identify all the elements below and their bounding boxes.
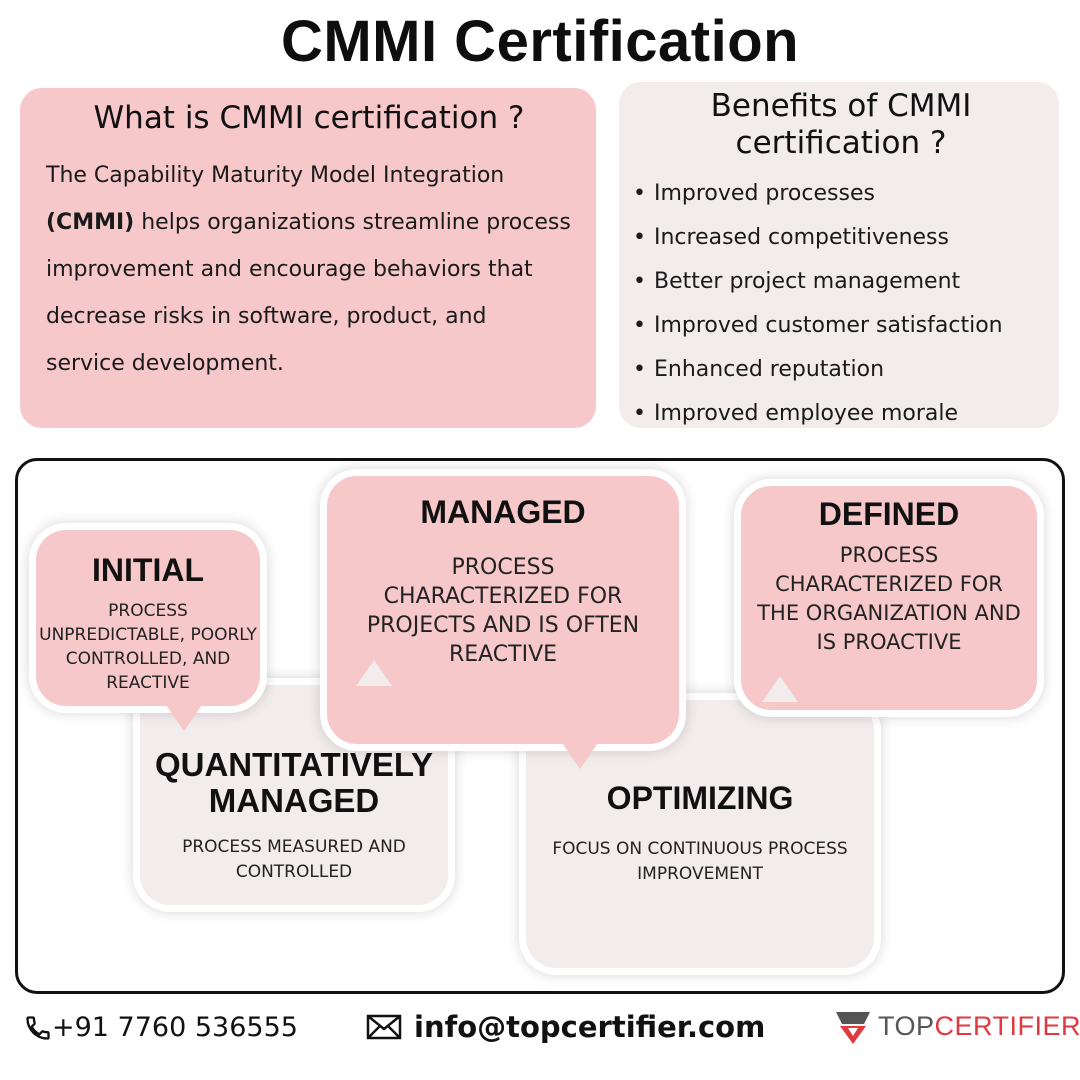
phone-number: +91 7760 536555 — [52, 1012, 298, 1043]
level-initial-bubble: INITIAL PROCESS UNPREDICTABLE, POORLY CO… — [36, 530, 260, 706]
benefit-item: Enhanced reputation — [633, 348, 1049, 392]
what-is-cmmi-heading: What is CMMI certification ? — [93, 100, 525, 136]
what-text-bold: (CMMI) — [46, 210, 135, 235]
benefits-card: Benefits of CMMI certification ? Improve… — [619, 82, 1059, 428]
phone-icon — [26, 1015, 50, 1040]
level-managed-desc: PROCESS CHARACTERIZED FOR PROJECTS AND I… — [366, 555, 640, 667]
benefit-item: Increased competitiveness — [633, 216, 1049, 260]
benefit-item: Improved customer satisfaction — [633, 304, 1049, 348]
benefit-item: Improved processes — [633, 172, 1049, 216]
maturity-levels-frame — [15, 458, 1065, 994]
benefit-item: Better project management — [633, 260, 1049, 304]
level-defined-title: DEFINED — [818, 496, 960, 532]
what-text-end: helps organizations streamline process i… — [46, 210, 571, 376]
what-text-start: The Capability Maturity Model Integratio… — [46, 163, 505, 188]
level-defined-desc: PROCESS CHARACTERIZED FOR THE ORGANIZATI… — [757, 543, 1021, 654]
level-optimizing-title: OPTIMIZING — [606, 780, 794, 816]
optimizing-tail — [762, 676, 798, 702]
managed-tail — [562, 743, 598, 769]
level-defined-bubble: DEFINED PROCESS CHARACTERIZED FOR THE OR… — [741, 486, 1037, 710]
what-is-cmmi-card: What is CMMI certification ? The Capabil… — [20, 88, 596, 428]
benefits-list: Improved processes Increased competitive… — [633, 172, 1049, 436]
contact-email[interactable]: info@topcertifier.com — [366, 1010, 765, 1044]
page-title: CMMI Certification — [280, 9, 800, 74]
logo-text-certifier: CERTIFIER — [934, 1010, 1080, 1041]
level-managed-title: MANAGED — [420, 494, 586, 530]
what-is-cmmi-text: The Capability Maturity Model Integratio… — [46, 152, 572, 387]
level-initial-desc: PROCESS UNPREDICTABLE, POORLY CONTROLLED… — [39, 601, 257, 693]
level-quant-title: QUANTITATIVELY MANAGED — [154, 746, 434, 819]
email-address: info@topcertifier.com — [414, 1010, 766, 1044]
level-optimizing-desc: FOCUS ON CONTINUOUS PROCESS IMPROVEMENT — [552, 839, 848, 884]
benefits-heading: Benefits of CMMI certification ? — [710, 88, 972, 161]
level-initial-title: INITIAL — [92, 552, 204, 588]
topcertifier-logo-icon — [836, 1012, 870, 1044]
contact-phone[interactable]: +91 7760 536555 — [24, 1012, 298, 1043]
initial-tail — [166, 705, 202, 731]
logo-text-top: TOP — [878, 1010, 935, 1041]
level-managed-bubble: MANAGED PROCESS CHARACTERIZED FOR PROJEC… — [327, 476, 679, 744]
level-quant-desc: PROCESS MEASURED AND CONTROLLED — [182, 837, 406, 882]
benefit-item: Improved employee morale — [633, 392, 1049, 436]
quant-tail — [356, 660, 392, 686]
mail-icon — [366, 1014, 402, 1040]
